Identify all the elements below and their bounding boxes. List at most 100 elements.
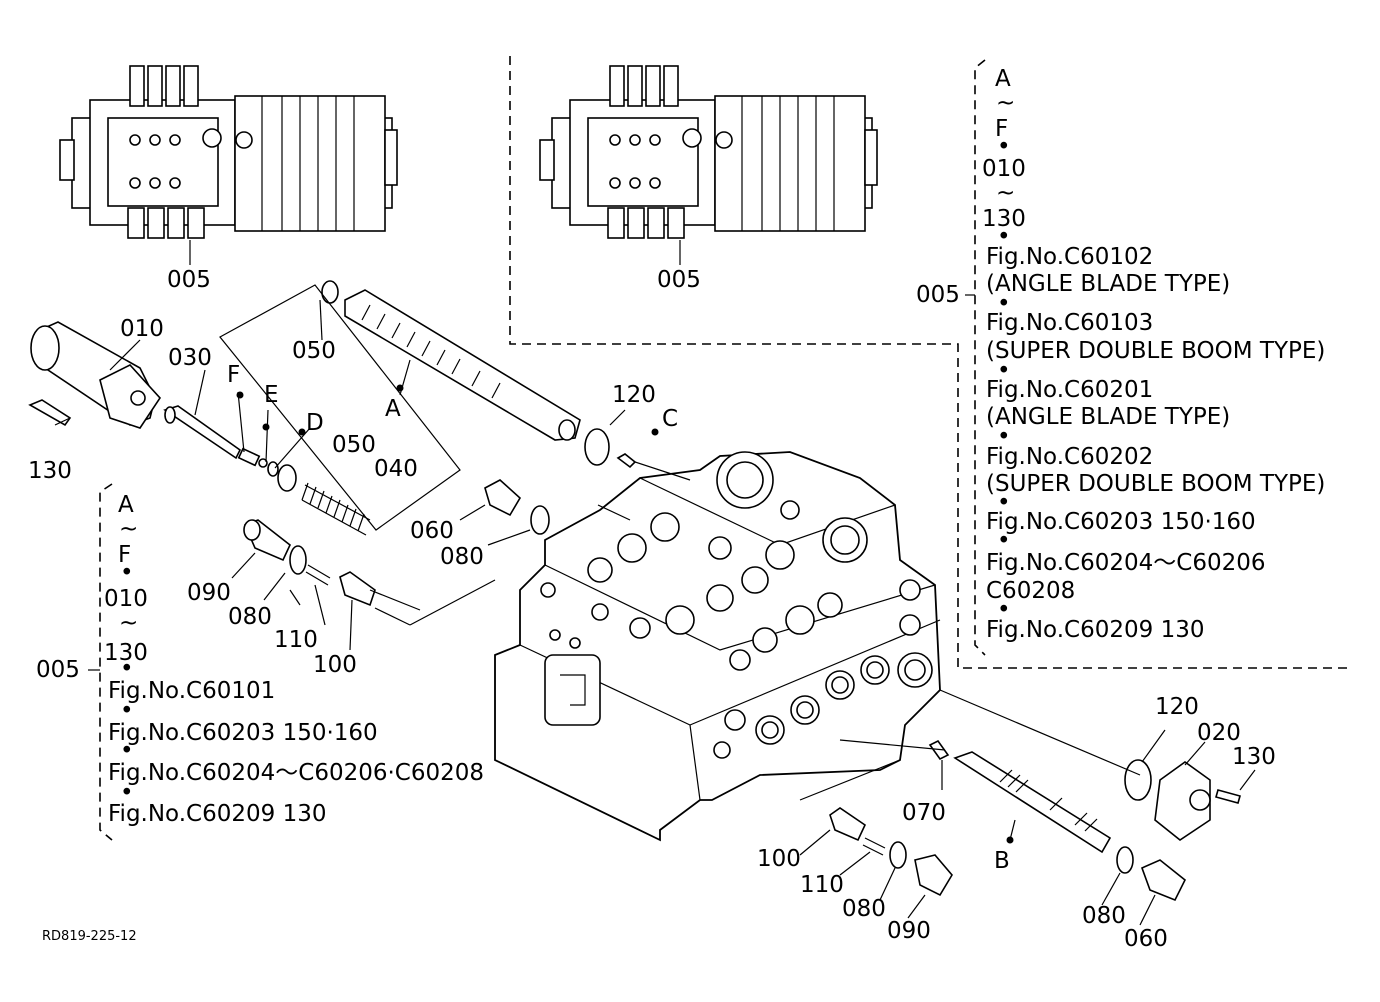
left-note-dot-1: • (120, 560, 134, 586)
spring-040 (301, 482, 371, 536)
left-note-dot-5: • (120, 780, 134, 806)
right-note-bracket (974, 59, 986, 656)
label-090-left: 090 (187, 580, 231, 606)
right-note: A ~ F • 010 ~ 130 • 005 Fig.No.C60102 (A… (916, 66, 1325, 643)
left-note-tilde-1: ~ (119, 516, 138, 542)
cap-020 (1154, 761, 1211, 841)
left-note-tilde-2: ~ (119, 610, 138, 636)
bolt-130-right (1215, 789, 1241, 804)
right-note-line-4: Fig.No.C60201 (986, 377, 1153, 403)
leader-lines (54, 284, 1256, 926)
right-note-line-9: Fig.No.C60204～C60206 (986, 550, 1266, 576)
label-130-right: 130 (1232, 744, 1276, 770)
plug-090-left (243, 519, 291, 562)
label-030: 030 (168, 345, 212, 371)
label-120-top: 120 (612, 382, 656, 408)
right-note-tilde-1: ~ (996, 90, 1015, 116)
label-120-right: 120 (1155, 694, 1199, 720)
right-note-line-8: Fig.No.C60203 150·160 (986, 509, 1256, 535)
washer-050-top (321, 280, 339, 304)
label-010: 010 (120, 316, 164, 342)
label-080-c: 080 (842, 896, 886, 922)
label-060-bottom: 060 (1124, 926, 1168, 952)
label-060-left: 060 (410, 518, 454, 544)
label-b: B (994, 848, 1010, 874)
plug-060-mid (484, 479, 522, 517)
right-note-dot-4: • (997, 358, 1011, 384)
spring-110-left (305, 564, 331, 586)
label-050-mid: 050 (332, 432, 376, 458)
left-note-line-2: Fig.No.C60204～C60206·C60208 (108, 760, 484, 786)
left-note-bracket (99, 483, 113, 841)
right-note-line-6: Fig.No.C60202 (986, 444, 1153, 470)
spool-a (344, 289, 581, 441)
left-note-dot-2: • (120, 656, 134, 682)
right-dashed-boundary (509, 56, 1352, 669)
label-f: F (227, 362, 240, 388)
right-note-line-5: (ANGLE BLADE TYPE) (986, 404, 1230, 430)
label-040: 040 (374, 456, 418, 482)
right-note-dot-7: • (997, 528, 1011, 554)
label-090-bottom: 090 (887, 918, 931, 944)
oring-080-bottom-right (1116, 846, 1134, 874)
pin-c (616, 453, 637, 469)
plug-060-bottom (1140, 859, 1187, 902)
left-note-line-0: Fig.No.C60101 (108, 678, 275, 704)
small-parts-def (237, 447, 297, 492)
right-note-dot-8: • (997, 597, 1011, 623)
label-020: 020 (1197, 720, 1241, 746)
label-e: E (264, 382, 279, 408)
right-note-tilde-2: ~ (996, 180, 1015, 206)
right-note-line-11: Fig.No.C60209 130 (986, 617, 1204, 643)
left-note: A ~ F • 010 ~ 130 • 005 Fig.No.C60101 • … (36, 492, 484, 827)
valve-assembly-thumbnail-left (59, 65, 398, 265)
label-070: 070 (902, 800, 946, 826)
right-note-range-from: A (995, 66, 1011, 92)
left-note-line-3: Fig.No.C60209 130 (108, 801, 326, 827)
left-note-dot-4: • (120, 738, 134, 764)
spool-b (953, 751, 1112, 854)
valve-body (494, 451, 941, 842)
right-note-dot-5: • (997, 424, 1011, 450)
right-note-line-2: Fig.No.C60103 (986, 310, 1153, 336)
label-d: D (306, 410, 324, 436)
part-number-labels: 005 005 010 030 050 050 040 130 120 060 … (28, 267, 1276, 952)
right-note-dot-1: • (997, 134, 1011, 160)
right-note-dot-3: • (997, 291, 1011, 317)
spring-110-bottom (862, 837, 886, 856)
label-110-left: 110 (274, 627, 318, 653)
left-note-num-from: 010 (104, 586, 148, 612)
rod-030 (163, 405, 242, 460)
oring-080-bottom (889, 841, 907, 869)
point-labels: A B C D E F (227, 362, 1010, 874)
left-note-range-to: F (118, 542, 131, 568)
left-note-line-1: Fig.No.C60203 150·160 (108, 720, 378, 746)
label-100-left: 100 (313, 652, 357, 678)
right-note-dot-6: • (997, 490, 1011, 516)
right-note-ref-005: 005 (916, 282, 960, 308)
oring-080-left (289, 545, 307, 575)
label-080-b: 080 (228, 604, 272, 630)
label-100-bottom: 100 (757, 846, 801, 872)
right-note-line-10: C60208 (986, 578, 1075, 604)
label-005-right: 005 (657, 267, 701, 293)
label-005-left: 005 (167, 267, 211, 293)
left-note-ref-005: 005 (36, 657, 80, 683)
oring-120-right (1124, 759, 1152, 801)
piston-100-bottom (829, 807, 867, 842)
plug-090-bottom (914, 854, 953, 897)
valve-assembly-thumbnail-right (539, 65, 878, 265)
left-note-num-to: 130 (104, 640, 148, 666)
right-note-line-1: (ANGLE BLADE TYPE) (986, 271, 1230, 297)
right-note-dot-2: • (997, 224, 1011, 250)
label-080-d: 080 (1082, 903, 1126, 929)
label-080-a: 080 (440, 544, 484, 570)
right-note-line-7: (SUPER DOUBLE BOOM TYPE) (986, 471, 1325, 497)
label-c: C (662, 406, 678, 432)
label-130-left: 130 (28, 458, 72, 484)
right-note-line-0: Fig.No.C60102 (986, 244, 1153, 270)
label-a: A (385, 396, 401, 422)
reference-dots (236, 384, 1014, 844)
diagram-id: RD819-225-12 (42, 929, 137, 944)
